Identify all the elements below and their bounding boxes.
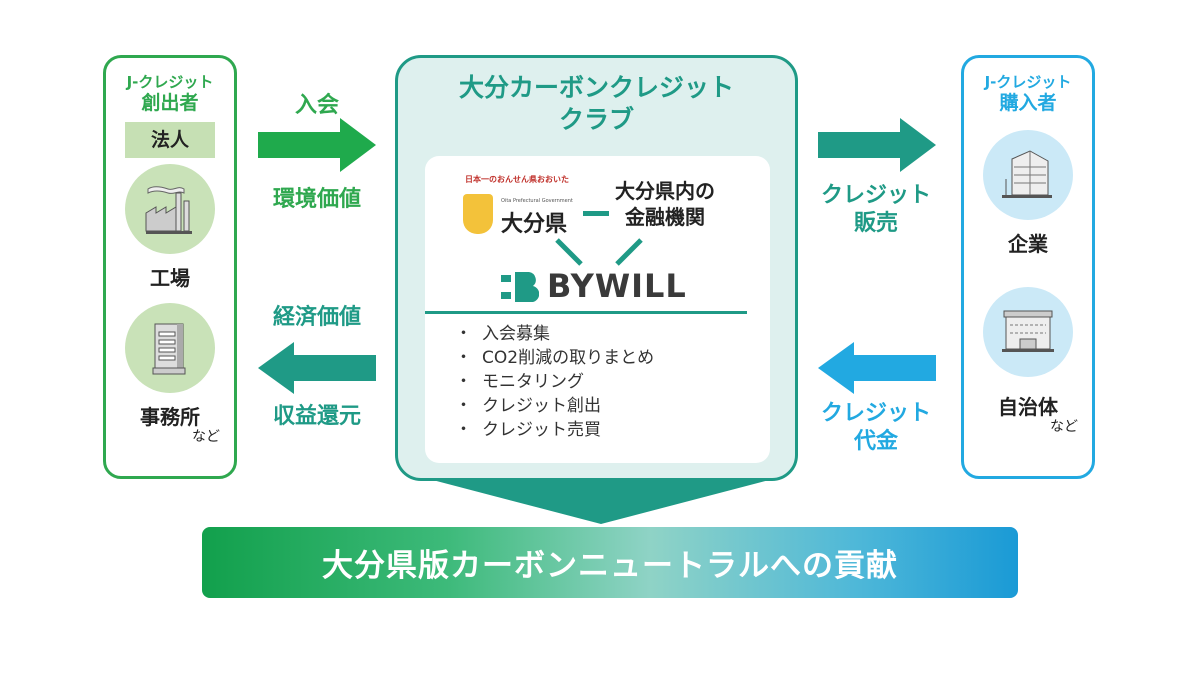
- oita-slogan: 日本一のおんせん県おおいた: [465, 175, 569, 184]
- oita-english: Oita Prefectural Government: [501, 198, 573, 204]
- creator-title: 創出者: [141, 92, 199, 114]
- club-title-line2: クラブ: [558, 105, 634, 134]
- credit-payment-arrow-left: [818, 342, 936, 394]
- carbon-credit-club-panel: 大分カーボンクレジット クラブ 日本一のおんせん県おおいた Oita Prefe…: [395, 55, 798, 481]
- join-arrow-right: [258, 118, 376, 172]
- office-label: 事務所: [140, 405, 200, 429]
- corporate-building-icon: [983, 130, 1073, 220]
- creator-etc: など: [192, 429, 220, 445]
- contribution-arrow-down: [425, 478, 777, 524]
- buyer-title: 購入者: [999, 92, 1057, 114]
- city-hall-icon: [983, 287, 1073, 377]
- credit-sale-arrow-right: [818, 118, 936, 172]
- buyer-panel: J-クレジット 購入者 企業 自治体 など: [961, 55, 1095, 479]
- credit-payment-line1: クレジット: [820, 401, 931, 426]
- oita-prefecture: 大分県: [501, 212, 568, 237]
- buyer-etc: など: [1050, 419, 1078, 435]
- club-members-card: 日本一のおんせん県おおいた Oita Prefectural Governmen…: [425, 156, 770, 463]
- task-item: 入会募集: [455, 322, 654, 346]
- club-title-line1: 大分カーボンクレジット: [458, 73, 734, 102]
- revenue-arrow-left: [258, 342, 376, 394]
- connector-lines: [555, 238, 643, 266]
- connector-line: [583, 211, 609, 216]
- corporation-label: 企業: [1008, 232, 1048, 256]
- bywill-logo-icon: [501, 272, 539, 302]
- bank-line2: 金融機関: [625, 205, 705, 229]
- join-label: 入会: [294, 93, 339, 118]
- divider: [425, 311, 747, 314]
- buyer-subtitle: J-クレジット: [984, 73, 1072, 91]
- bank-line1: 大分県内の: [615, 179, 715, 203]
- task-item: クレジット売買: [455, 418, 654, 442]
- office-building-icon: [125, 303, 215, 393]
- creator-panel: J-クレジット 創出者 法人 工場 事務所 など: [103, 55, 237, 479]
- factory-icon: [125, 164, 215, 254]
- creator-subtitle: J-クレジット: [126, 73, 214, 91]
- credit-payment-line2: 代金: [853, 429, 898, 454]
- economic-value-label: 経済価値: [272, 305, 361, 330]
- task-item: クレジット創出: [455, 394, 654, 418]
- municipality-label: 自治体: [998, 395, 1058, 419]
- oita-logo-icon: [463, 194, 493, 234]
- task-item: モニタリング: [455, 370, 654, 394]
- task-item: CO2削減の取りまとめ: [455, 346, 654, 370]
- contribution-banner: 大分県版カーボンニュートラルへの貢献: [202, 527, 1018, 598]
- task-list: 入会募集 CO2削減の取りまとめ モニタリング クレジット創出 クレジット売買: [455, 322, 654, 442]
- corporation-tag: 法人: [125, 122, 215, 158]
- factory-label: 工場: [150, 266, 190, 290]
- bywill-wordmark: BYWILL: [547, 267, 687, 305]
- environmental-value-label: 環境価値: [272, 187, 361, 212]
- credit-sale-line2: 販売: [853, 211, 898, 236]
- revenue-return-label: 収益還元: [272, 404, 361, 429]
- credit-sale-line1: クレジット: [820, 183, 931, 208]
